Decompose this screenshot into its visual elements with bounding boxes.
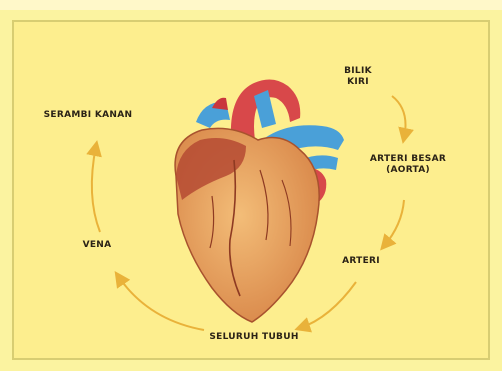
label-left-ventricle-line1: BILIK — [336, 66, 380, 77]
label-left-ventricle-line2: KIRI — [336, 77, 380, 88]
label-vein: VENA — [72, 240, 122, 251]
label-left-ventricle: BILIK KIRI — [336, 66, 380, 88]
arrow-vein-to-atrium — [92, 146, 100, 232]
label-aorta: ARTERI BESAR (AORTA) — [362, 154, 454, 176]
label-aorta-line1: ARTERI BESAR — [362, 154, 454, 165]
label-artery: ARTERI — [336, 256, 386, 267]
label-whole-body: SELURUH TUBUH — [204, 332, 304, 343]
arrow-aorta-to-artery — [384, 200, 404, 246]
heart-illustration — [175, 79, 344, 322]
label-aorta-line2: (AORTA) — [362, 165, 454, 176]
arrow-ventricle-to-aorta — [392, 96, 406, 138]
arrow-artery-to-body — [300, 282, 356, 328]
arrow-body-to-vein — [118, 276, 204, 330]
label-right-atrium: SERAMBI KANAN — [30, 110, 146, 121]
